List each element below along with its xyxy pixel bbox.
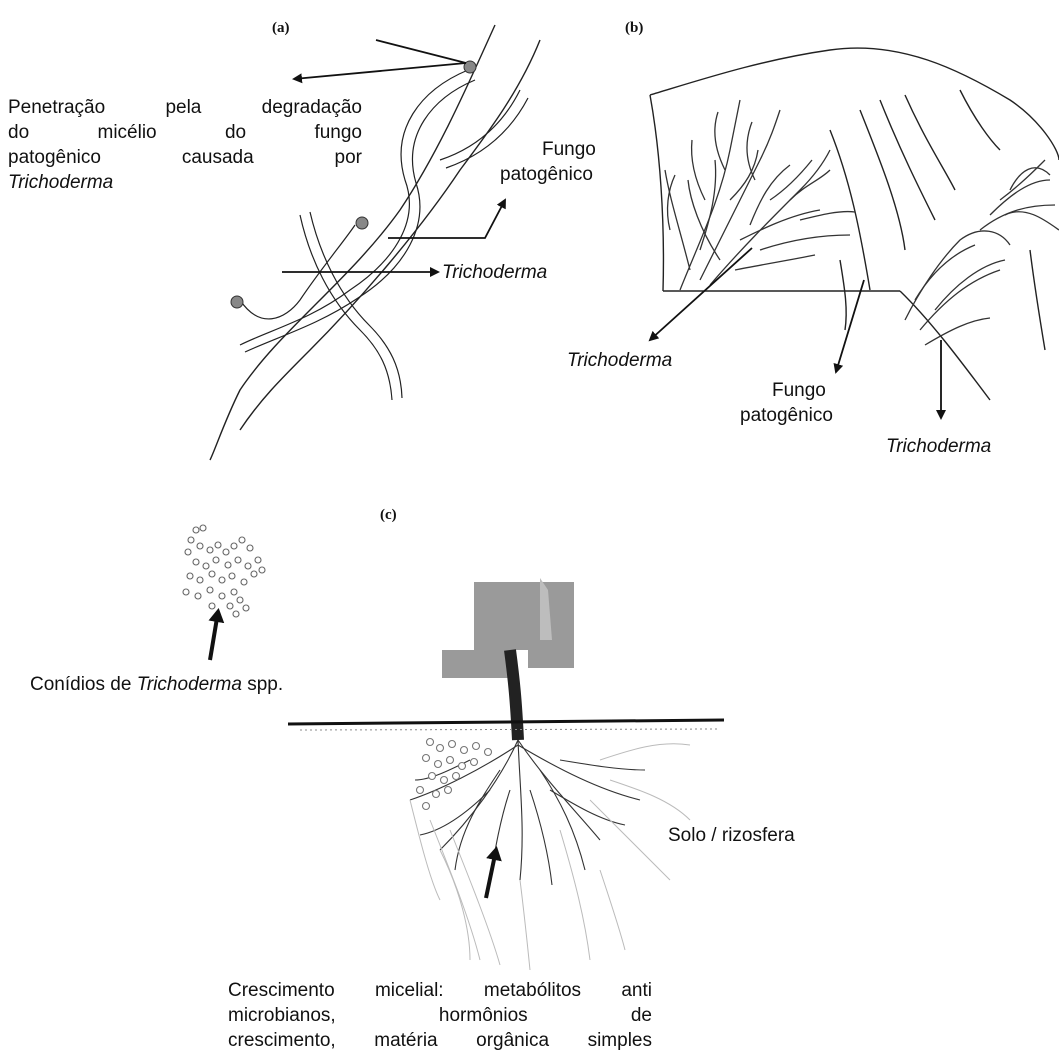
penetration-line-3: patogênico causada por: [8, 145, 362, 170]
pathogen-label-b: Fungo patogênico: [740, 378, 880, 428]
growth-label: Crescimento micelial: metabólitos anti m…: [228, 978, 652, 1053]
penetration-line-1: Penetração pela degradação: [8, 95, 362, 120]
conidia-arrow: [210, 612, 218, 660]
growth-line-2: microbianos, hormônios de: [228, 1003, 652, 1028]
trichoderma-arrow-b-left: [650, 248, 752, 340]
penetration-arrow: [294, 63, 466, 79]
trichoderma-label-b-left: Trichoderma: [567, 348, 672, 373]
conidia-label: Conídios de Trichoderma spp.: [30, 672, 283, 697]
conidia-label-species: Trichoderma: [137, 674, 242, 695]
penetration-label-trichoderma: Trichoderma: [8, 170, 113, 195]
growth-line-1: Crescimento micelial: metabólitos anti: [228, 978, 652, 1003]
conidia-cluster: [183, 525, 265, 617]
pathogen-label-a-line-2: patogênico: [500, 162, 630, 187]
mycelial-growth: [410, 744, 690, 970]
conidia-label-suffix: spp.: [242, 674, 283, 695]
soil-label: Solo / rizosfera: [668, 823, 795, 848]
plant-roots: [410, 740, 645, 885]
trichoderma-label-b-right: Trichoderma: [886, 434, 991, 459]
penetration-label: Penetração pela degradação do micélio do…: [8, 95, 362, 170]
pathogen-label-b-line-1: Fungo: [740, 378, 880, 403]
pathogen-label-a-line-1: Fungo: [500, 137, 630, 162]
growth-line-3: crescimento, matéria orgânica simples: [228, 1028, 652, 1053]
panel-a-drawing: [210, 25, 540, 460]
trichoderma-label-a: Trichoderma: [442, 260, 547, 285]
penetration-line-2: do micélio do fungo: [8, 120, 362, 145]
pathogen-arrow-b: [836, 280, 864, 372]
panel-b-drawing: [650, 48, 1059, 400]
growth-arrow: [486, 850, 496, 898]
conidia-label-prefix: Conídios de: [30, 674, 137, 695]
pathogen-label-a: Fungo patogênico: [500, 137, 630, 187]
plant-stem: [510, 650, 518, 740]
soil-surface: [288, 720, 724, 724]
pathogen-arrow-a: [388, 200, 505, 238]
pathogen-label-b-line-2: patogênico: [740, 403, 880, 428]
